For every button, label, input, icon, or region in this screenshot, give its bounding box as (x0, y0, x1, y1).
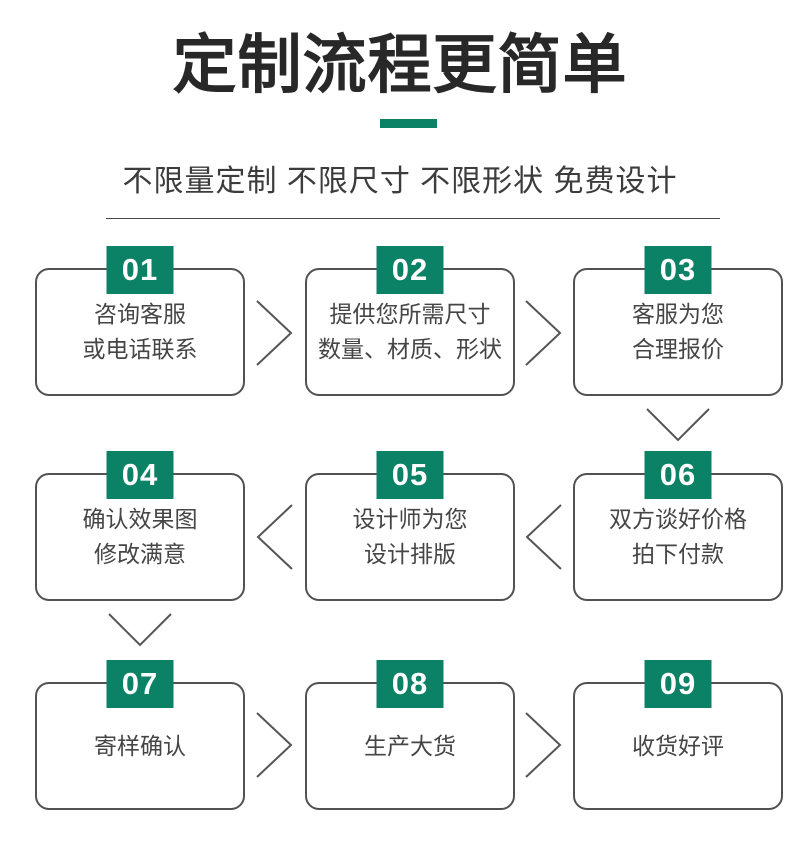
step-number-badge: 01 (106, 246, 174, 294)
step-text: 双方谈好价格 拍下付款 (575, 475, 781, 599)
step-text-line: 修改满意 (94, 541, 186, 567)
step-text-line: 合理报价 (632, 336, 724, 362)
arrow-left-icon (525, 504, 562, 570)
step-text: 收货好评 (575, 684, 781, 808)
step-text: 生产大货 (307, 684, 513, 808)
step-number-badge: 02 (376, 246, 444, 294)
divider-line (106, 218, 720, 219)
arrow-right-icon (525, 300, 562, 366)
step-number-badge: 06 (644, 451, 712, 499)
arrow-right-icon (256, 300, 293, 366)
arrow-left-icon (256, 504, 293, 570)
step-box-07: 07 寄样确认 (35, 660, 245, 810)
page-title: 定制流程更简单 (172, 29, 628, 101)
step-text-line: 或电话联系 (82, 336, 198, 362)
step-box-05: 05 设计师为您 设计排版 (305, 451, 515, 601)
tagline: 不限量定制 不限尺寸 不限形状 免费设计 (122, 165, 678, 198)
step-text-line: 设计排版 (364, 541, 456, 567)
step-text: 确认效果图 修改满意 (37, 475, 243, 599)
step-text-line: 咨询客服 (94, 301, 186, 327)
step-box-09: 09 收货好评 (573, 660, 783, 810)
step-text-line: 生产大货 (364, 732, 456, 759)
arrow-down-icon (646, 408, 710, 442)
step-text-line: 确认效果图 (82, 506, 198, 532)
step-number-badge: 08 (376, 660, 444, 708)
step-text-line: 提供您所需尺寸 (329, 301, 491, 327)
step-text: 设计师为您 设计排版 (307, 475, 513, 599)
arrow-right-icon (256, 712, 293, 778)
step-text-line: 收货好评 (632, 732, 724, 759)
step-number-badge: 04 (106, 451, 174, 499)
step-text: 提供您所需尺寸 数量、材质、形状 (307, 270, 513, 394)
step-number-badge: 07 (106, 660, 174, 708)
step-text-line: 数量、材质、形状 (318, 336, 502, 362)
step-text-line: 双方谈好价格 (609, 506, 747, 532)
step-number-badge: 05 (376, 451, 444, 499)
step-box-03: 03 客服为您 合理报价 (573, 246, 783, 396)
step-text-line: 设计师为您 (352, 506, 468, 532)
step-box-01: 01 咨询客服 或电话联系 (35, 246, 245, 396)
step-box-02: 02 提供您所需尺寸 数量、材质、形状 (305, 246, 515, 396)
step-text-line: 寄样确认 (94, 732, 186, 759)
step-box-04: 04 确认效果图 修改满意 (35, 451, 245, 601)
step-box-06: 06 双方谈好价格 拍下付款 (573, 451, 783, 601)
step-text-line: 拍下付款 (632, 541, 724, 567)
step-text: 寄样确认 (37, 684, 243, 808)
step-box-08: 08 生产大货 (305, 660, 515, 810)
title-accent-bar (380, 119, 437, 128)
step-number-badge: 03 (644, 246, 712, 294)
step-text: 客服为您 合理报价 (575, 270, 781, 394)
arrow-down-icon (108, 613, 172, 647)
step-text-line: 客服为您 (632, 301, 724, 327)
step-text: 咨询客服 或电话联系 (37, 270, 243, 394)
arrow-right-icon (525, 712, 562, 778)
step-number-badge: 09 (644, 660, 712, 708)
